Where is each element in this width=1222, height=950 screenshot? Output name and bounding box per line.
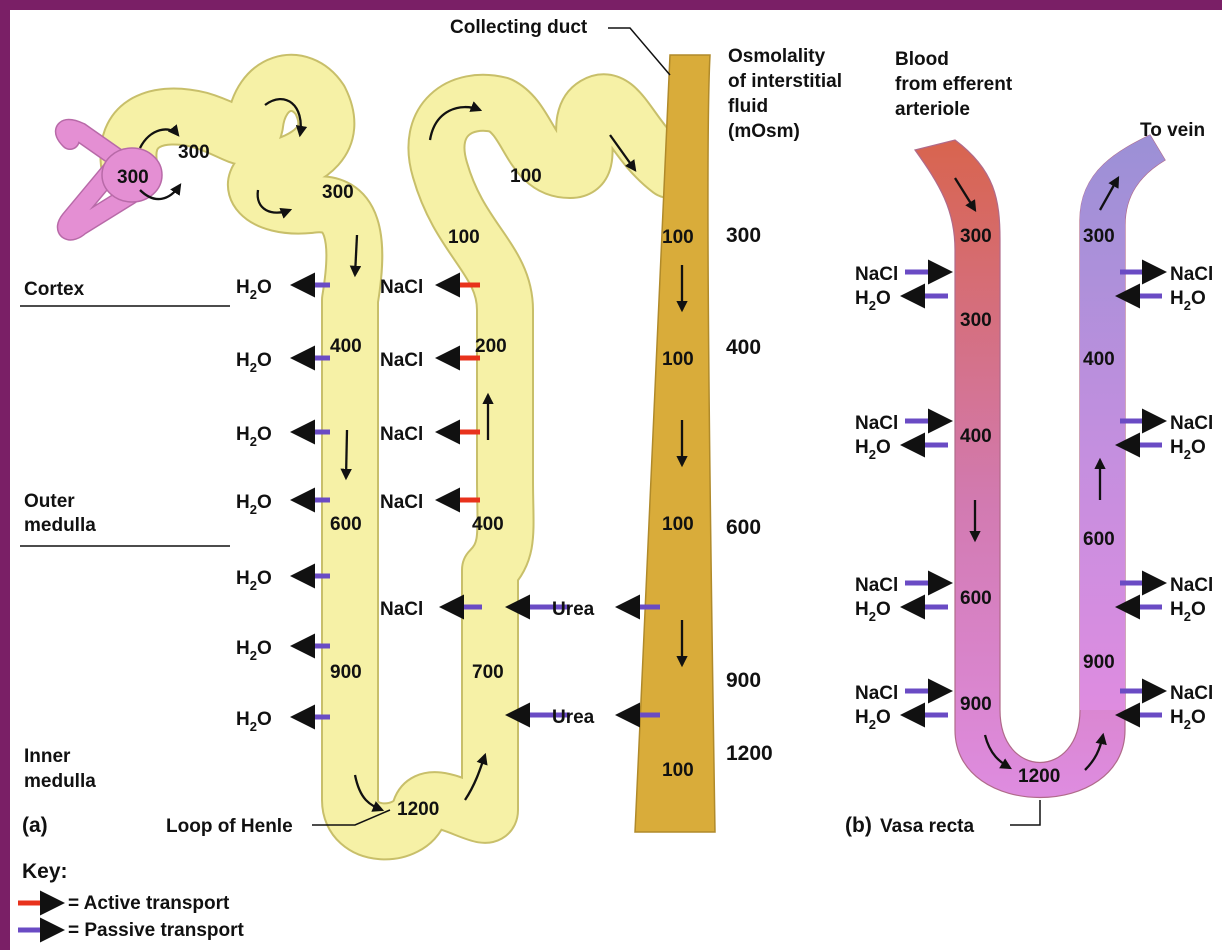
osmolality-value: 400 — [726, 336, 761, 359]
vasa-descending-value: 600 — [960, 588, 992, 609]
descending-value: 600 — [330, 514, 362, 535]
loop-of-henle-label: Loop of Henle — [166, 816, 293, 837]
vasa-descending-value: 400 — [960, 426, 992, 447]
osmolality-header-line: (mOsm) — [728, 121, 800, 142]
nacl-label-b: NaCl — [1170, 683, 1213, 704]
pct-value: 300 — [178, 142, 210, 163]
water-label-a: H2O — [236, 277, 272, 302]
outer-medulla-label: medulla — [24, 515, 96, 536]
vasa-recta-pointer — [1010, 800, 1040, 825]
key-passive-label: = Passive transport — [68, 920, 245, 941]
nacl-label-b: NaCl — [1170, 575, 1213, 596]
nacl-label-a: NaCl — [380, 277, 423, 298]
urea-label: Urea — [552, 707, 595, 728]
vasa-descending-value: 300 — [960, 226, 992, 247]
water-label-a: H2O — [236, 492, 272, 517]
nacl-label-a: NaCl — [380, 350, 423, 371]
water-label-b: H2O — [1170, 707, 1206, 732]
vasa-ascending-value: 900 — [1083, 652, 1115, 673]
vasa-descending-value: 300 — [960, 310, 992, 331]
descending-value: 400 — [330, 336, 362, 357]
water-label-a: H2O — [236, 424, 272, 449]
osmolality-value: 600 — [726, 516, 761, 539]
inner-medulla-label: medulla — [24, 771, 96, 792]
ascending-value: 700 — [472, 662, 504, 683]
panel-b-tag: (b) — [845, 814, 872, 837]
water-label-b: H2O — [855, 288, 891, 313]
key-active-label: = Active transport — [68, 893, 230, 914]
blood-label-line: arteriole — [895, 99, 970, 120]
loop-bottom-value: 1200 — [397, 799, 439, 820]
osmolality-header-line: fluid — [728, 96, 768, 117]
water-label-b: H2O — [855, 437, 891, 462]
urea-label: Urea — [552, 599, 595, 620]
vasa-ascending-value: 300 — [1083, 226, 1115, 247]
nacl-label-b: NaCl — [1170, 264, 1213, 285]
inner-medulla-label: Inner — [24, 746, 71, 767]
blood-label-line: from efferent — [895, 74, 1013, 95]
key-arrows — [18, 903, 60, 930]
vasa-descending-value: 900 — [960, 694, 992, 715]
nacl-label-b: NaCl — [855, 413, 898, 434]
nacl-label-b: NaCl — [855, 575, 898, 596]
panel-a-tag: (a) — [22, 814, 48, 837]
vasa-recta — [915, 135, 1165, 798]
ascending-value: 400 — [472, 514, 504, 535]
water-label-a: H2O — [236, 709, 272, 734]
osmolality-value: 300 — [726, 224, 761, 247]
collecting-duct-pointer — [608, 28, 670, 75]
nacl-label-a: NaCl — [380, 599, 423, 620]
nacl-label-b: NaCl — [1170, 413, 1213, 434]
water-label-b: H2O — [1170, 599, 1206, 624]
osmolality-header-line: of interstitial — [728, 71, 842, 92]
water-label-b: H2O — [1170, 288, 1206, 313]
vasa-ascending-value: 400 — [1083, 349, 1115, 370]
duct-value: 100 — [662, 514, 694, 535]
nacl-label-b: NaCl — [855, 683, 898, 704]
nacl-label-a: NaCl — [380, 492, 423, 513]
osmolality-header-line: Osmolality — [728, 46, 826, 67]
vasa-ascending-value: 600 — [1083, 529, 1115, 550]
ascending-value: 200 — [475, 336, 507, 357]
vasa-recta-label: Vasa recta — [880, 816, 974, 837]
water-label-b: H2O — [855, 599, 891, 624]
water-label-a: H2O — [236, 568, 272, 593]
flow-arrows — [140, 99, 682, 810]
nacl-label-b: NaCl — [855, 264, 898, 285]
glomerulus-value: 300 — [117, 167, 149, 188]
collecting-duct-label: Collecting duct — [450, 17, 588, 38]
duct-value: 100 — [662, 760, 694, 781]
water-label-a: H2O — [236, 350, 272, 375]
cortex-label: Cortex — [24, 279, 85, 300]
water-label-b: H2O — [1170, 437, 1206, 462]
duct-value: 100 — [662, 349, 694, 370]
blood-label-line: Blood — [895, 49, 949, 70]
descending-value: 300 — [322, 182, 354, 203]
osmolality-value: 1200 — [726, 742, 773, 765]
ascending-value: 100 — [448, 227, 480, 248]
nacl-label-a: NaCl — [380, 424, 423, 445]
osmolality-value: 900 — [726, 669, 761, 692]
vasa-bottom-value: 1200 — [1018, 766, 1060, 787]
descending-value: 900 — [330, 662, 362, 683]
to-vein-label: To vein — [1140, 120, 1205, 141]
water-label-a: H2O — [236, 638, 272, 663]
dct-value: 100 — [510, 166, 542, 187]
key-title: Key: — [22, 860, 68, 883]
outer-medulla-label: Outer — [24, 491, 75, 512]
water-label-b: H2O — [855, 707, 891, 732]
duct-value: 100 — [662, 227, 694, 248]
